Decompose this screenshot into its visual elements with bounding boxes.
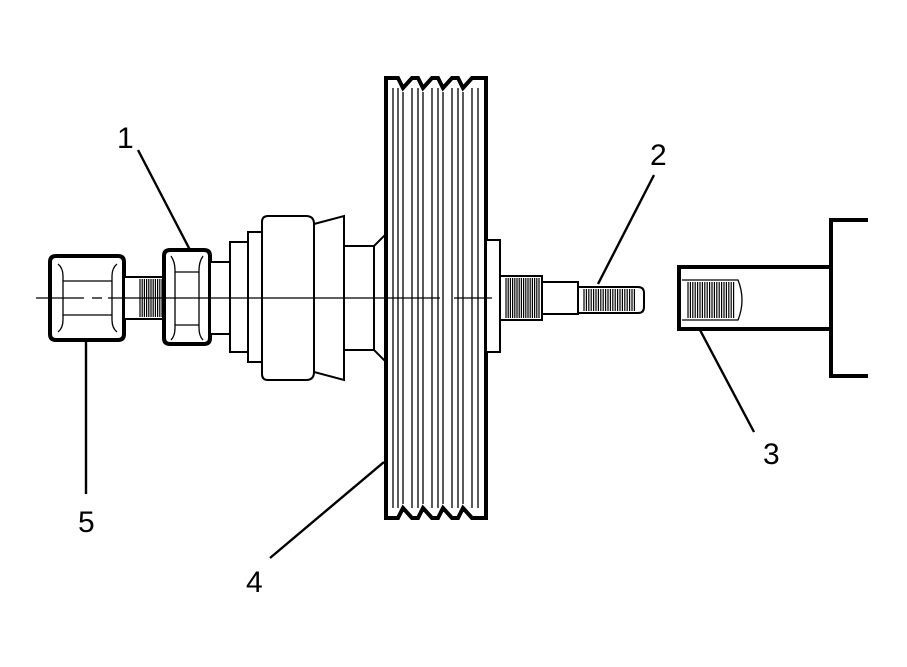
leader-line-2 — [596, 174, 656, 285]
callout-3-label: 3 — [763, 438, 780, 471]
left-nut — [48, 254, 126, 342]
callout-2-label: 2 — [650, 139, 667, 172]
leader-line-3 — [698, 329, 756, 433]
callout-4-label: 4 — [246, 566, 263, 599]
leader-line-4 — [269, 461, 385, 559]
hex-nut — [162, 248, 212, 346]
hub-collar — [485, 239, 501, 353]
callout-1-label: 1 — [117, 122, 134, 155]
leader-line-1 — [136, 149, 192, 251]
crankshaft-end — [677, 218, 868, 378]
shaft-stud — [499, 275, 645, 321]
callout-5-label: 5 — [78, 506, 95, 539]
